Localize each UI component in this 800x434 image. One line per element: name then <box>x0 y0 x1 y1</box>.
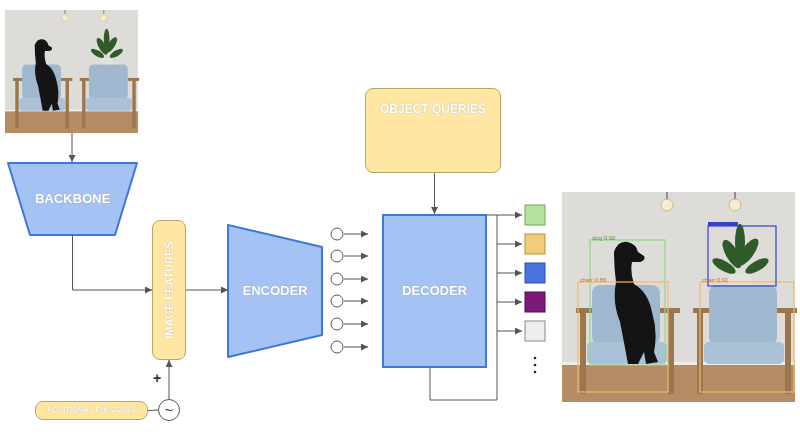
node-text: IMAGE FEATURES <box>163 241 175 339</box>
encoder-output-tokens <box>331 341 343 353</box>
decoder-output-wires <box>487 215 497 216</box>
flow-arrow <box>73 235 153 290</box>
encoder-trapezoid: ENCODER <box>228 225 322 357</box>
prediction-slots <box>525 321 545 341</box>
sinusoid-circle: ~ <box>158 399 180 421</box>
continuation-dots <box>534 364 537 367</box>
detection-label: chair 0.86 <box>580 277 606 283</box>
node-text: POSITIONAL ENCODING <box>47 406 135 414</box>
detection-label: chair 0.91 <box>702 277 728 283</box>
node-text: ENCODER <box>242 284 307 298</box>
input-photo <box>5 10 139 133</box>
encoder-output-tokens <box>331 295 343 307</box>
decoder-box: DECODER <box>382 214 487 368</box>
flow-arrow <box>186 290 228 291</box>
decoder-output-wires <box>497 302 522 303</box>
decoder-output-wires <box>497 215 522 216</box>
continuation-dots <box>534 371 537 374</box>
node-text: DECODER <box>402 284 467 298</box>
token-arrows <box>344 301 368 302</box>
prediction-slots <box>525 263 545 283</box>
encoder-output-tokens <box>331 228 343 353</box>
encoder-output-tokens <box>331 228 343 240</box>
token-arrows <box>344 256 368 257</box>
flow-arrow <box>148 410 158 412</box>
backbone-trapezoid: BACKBONE <box>8 163 137 235</box>
detection-boxes <box>700 282 794 392</box>
flow-arrow <box>169 360 170 399</box>
detection-label: dog 0.92 <box>592 235 615 241</box>
prediction-slots <box>525 234 545 254</box>
node-text: OBJECT QUERIES <box>380 103 486 116</box>
prediction-slots <box>525 205 545 225</box>
token-arrows <box>344 234 368 347</box>
detection-boxes <box>578 282 668 392</box>
node-text: BACKBONE <box>35 192 110 206</box>
flow-arrow <box>434 173 435 214</box>
prediction-slots <box>525 205 545 341</box>
encoder-output-tokens <box>331 250 343 262</box>
continuation-dots <box>534 357 537 360</box>
encoder-output-tokens <box>331 318 343 330</box>
output-photo <box>562 192 797 402</box>
decoder-output-wires <box>497 273 522 274</box>
token-arrows <box>344 324 368 325</box>
encoding-box: POSITIONAL ENCODING <box>35 401 148 420</box>
decoder-output-wires <box>497 244 522 245</box>
feature-map-box: IMAGE FEATURES <box>152 220 186 360</box>
token-arrows <box>344 279 368 280</box>
prediction-slots <box>525 292 545 312</box>
node-text: ~ <box>165 402 174 419</box>
token-arrows <box>344 234 368 235</box>
detection-boxes <box>708 222 738 226</box>
sum-sign: + <box>153 371 161 385</box>
detection-boxes <box>590 240 665 365</box>
input-arrow <box>72 133 73 162</box>
token-arrows <box>344 347 368 348</box>
outline-polygon <box>8 163 137 235</box>
decoder-output-wires <box>497 331 522 332</box>
query-box: OBJECT QUERIES <box>365 88 501 173</box>
detection-boxes <box>578 222 794 392</box>
continuation-dots <box>534 357 537 374</box>
encoder-output-tokens <box>331 273 343 285</box>
outline-polygon <box>228 225 322 357</box>
